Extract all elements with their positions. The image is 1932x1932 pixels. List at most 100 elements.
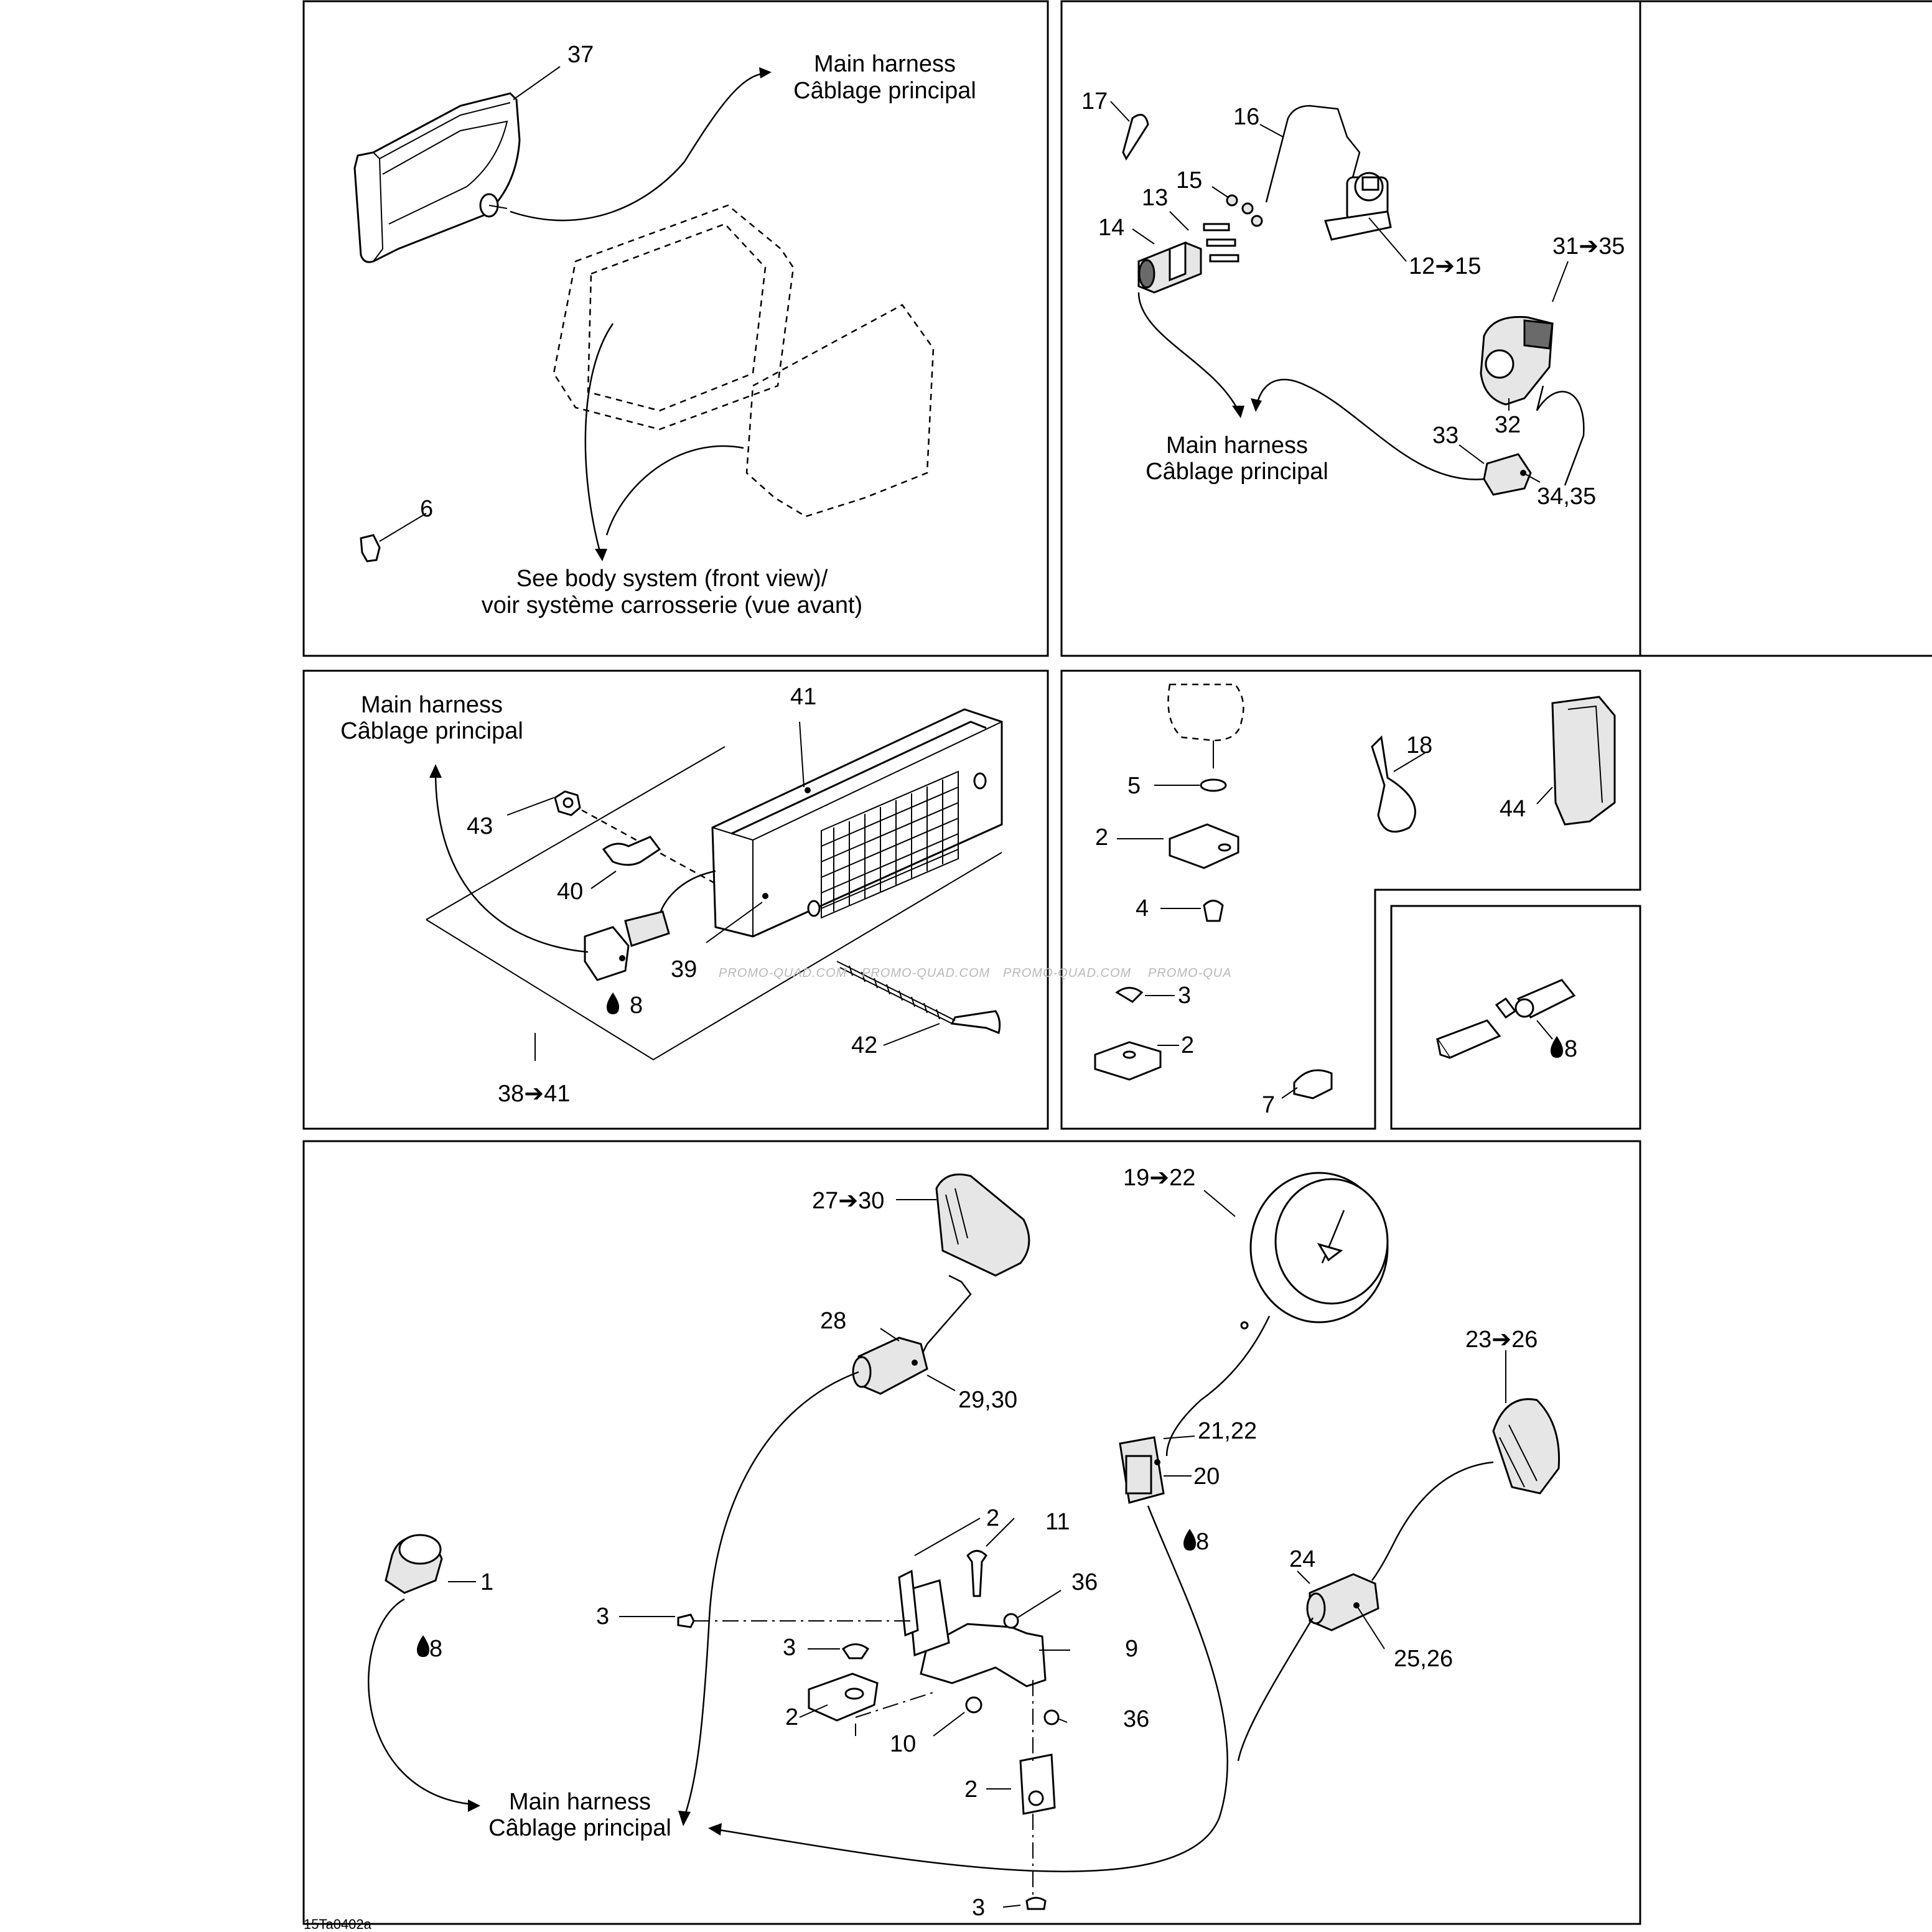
callout-8-indicator: 8 [429, 1636, 442, 1662]
caption-main-harness-fr-3: Câblage principal [340, 718, 523, 744]
connector-24 [1309, 1573, 1379, 1631]
bracket-9 [920, 1623, 1047, 1687]
callout-3-clips: 3 [1178, 982, 1191, 1009]
tie-17 [1122, 113, 1149, 161]
callout-3-gauges-c: 3 [972, 1895, 985, 1921]
callout-40: 40 [557, 879, 583, 905]
clip-44 [1551, 696, 1616, 826]
callout-2-clips-a: 2 [1095, 824, 1108, 851]
ignition-assembly: 17 16 15 13 14 12➔15 31➔35 32 33 34,35 M… [1081, 88, 1625, 510]
callout-19-22: 19➔22 [1123, 1165, 1195, 1191]
callout-20: 20 [1193, 1463, 1220, 1490]
callout-2-gauges-c: 2 [964, 1776, 978, 1803]
panel-clips [1060, 670, 1641, 1130]
cable-16 [1265, 105, 1361, 203]
callout-33: 33 [1432, 422, 1458, 449]
tie-18 [1371, 735, 1416, 833]
callout-44: 44 [1500, 796, 1526, 822]
watermark-2: PROMO-QUAD.COM [862, 966, 990, 980]
watermark-4: PROMO-QUA [1148, 966, 1232, 980]
grease-drop-icon [607, 992, 619, 1014]
connector-38 [624, 910, 670, 947]
callout-3-gauges-a: 3 [596, 1603, 609, 1630]
callout-37: 37 [567, 42, 594, 68]
headlight-housing [353, 92, 521, 263]
clips-assembly: 5 2 4 18 44 3 2 7 [1094, 683, 1616, 1118]
lamp-23 [1492, 1398, 1561, 1495]
grease-drop-icon-terminal [1551, 1036, 1563, 1058]
lamp-27 [935, 1174, 1030, 1277]
panel-taillight [302, 670, 1049, 1130]
callout-8-taillight: 8 [630, 992, 643, 1019]
grease-drop-icon-gauge [1183, 1529, 1196, 1551]
panel-terminal [1390, 905, 1641, 1130]
lens-grid [821, 770, 959, 919]
bulb-40 [602, 836, 661, 866]
callout-42: 42 [851, 1032, 877, 1058]
plane-outline [426, 746, 1002, 1061]
callout-31-35: 31➔35 [1552, 233, 1625, 259]
clip-2-top [1169, 823, 1239, 869]
watermark-3: PROMO-QUAD.COM [1003, 966, 1131, 980]
callout-34-35: 34,35 [1537, 483, 1596, 510]
headlight-bezel [553, 204, 795, 431]
screw-42 [950, 1010, 1001, 1035]
panel-frames [302, 0, 1932, 1925]
push-rivet-3 [1115, 987, 1144, 1003]
callout-1: 1 [480, 1569, 493, 1595]
washer-5 [1200, 778, 1227, 792]
callout-5: 5 [1127, 773, 1141, 799]
clip-2-left [808, 1673, 879, 1722]
panel-headlight [302, 0, 1049, 657]
screw-11 [966, 1550, 987, 1597]
callout-28: 28 [820, 1308, 846, 1334]
callout-24: 24 [1289, 1546, 1315, 1572]
callout-16: 16 [1233, 104, 1259, 130]
callout-6: 6 [420, 496, 433, 522]
callout-12-15: 12➔15 [1409, 253, 1481, 279]
callout-4: 4 [1136, 895, 1149, 922]
clip-6 [360, 534, 381, 562]
clip-2-bottom [1094, 1041, 1162, 1081]
callout-15: 15 [1176, 167, 1202, 194]
push-rivet-7 [1293, 1069, 1333, 1099]
headlight-assembly: 37 6 Main harness Câblage principal See … [353, 42, 976, 618]
callout-39: 39 [671, 956, 697, 982]
callout-2-gauges-a: 2 [986, 1505, 999, 1531]
grommet-outline [1167, 683, 1244, 742]
socket-8 [584, 926, 630, 981]
rivet-3-left [841, 1643, 870, 1659]
callout-36-b: 36 [1123, 1706, 1149, 1732]
watermark-1: PROMO-QUAD.COM [719, 966, 847, 980]
callout-8-gauge: 8 [1196, 1529, 1209, 1555]
panel-ignition-border [1060, 0, 1641, 657]
caption-main-harness-en-3: Main harness [361, 692, 503, 718]
headlight-cover [745, 304, 935, 518]
terminal-pin [1435, 1019, 1501, 1059]
diagram-id-code: 15Ta0402a [304, 1916, 372, 1932]
caption-body-system-en: See body system (front view)/ [516, 566, 828, 592]
callout-8-terminal: 8 [1564, 1036, 1577, 1062]
caption-main-harness-en-2: Main harness [1166, 432, 1308, 459]
caption-main-harness-fr-2: Câblage principal [1146, 459, 1328, 485]
callout-14: 14 [1098, 215, 1124, 241]
callout-32: 32 [1495, 412, 1521, 438]
callout-23-26: 23➔26 [1465, 1327, 1538, 1353]
callout-11: 11 [1045, 1509, 1070, 1535]
taillight-assembly: 41 43 40 39 42 38➔41 8 Main harness Câbl… [340, 684, 1231, 1107]
callout-27-30: 27➔30 [812, 1188, 884, 1214]
callout-2-clips-b: 2 [1181, 1032, 1194, 1058]
rivet-3-bottom [1025, 1897, 1047, 1910]
callout-43: 43 [467, 813, 493, 839]
terminals-13-15 [1203, 194, 1263, 263]
callout-9: 9 [1125, 1636, 1138, 1662]
callout-38-41: 38➔41 [498, 1081, 570, 1107]
clip-2-vertical [898, 1569, 919, 1637]
caption-body-system-fr: voir système carrosserie (vue avant) [482, 592, 862, 618]
callout-3-gauges-b: 3 [783, 1635, 796, 1661]
taillight-body [711, 708, 1003, 938]
caption-main-harness-en-4: Main harness [509, 1789, 651, 1815]
callout-17: 17 [1081, 88, 1108, 114]
push-rivet-4 [1203, 900, 1224, 922]
